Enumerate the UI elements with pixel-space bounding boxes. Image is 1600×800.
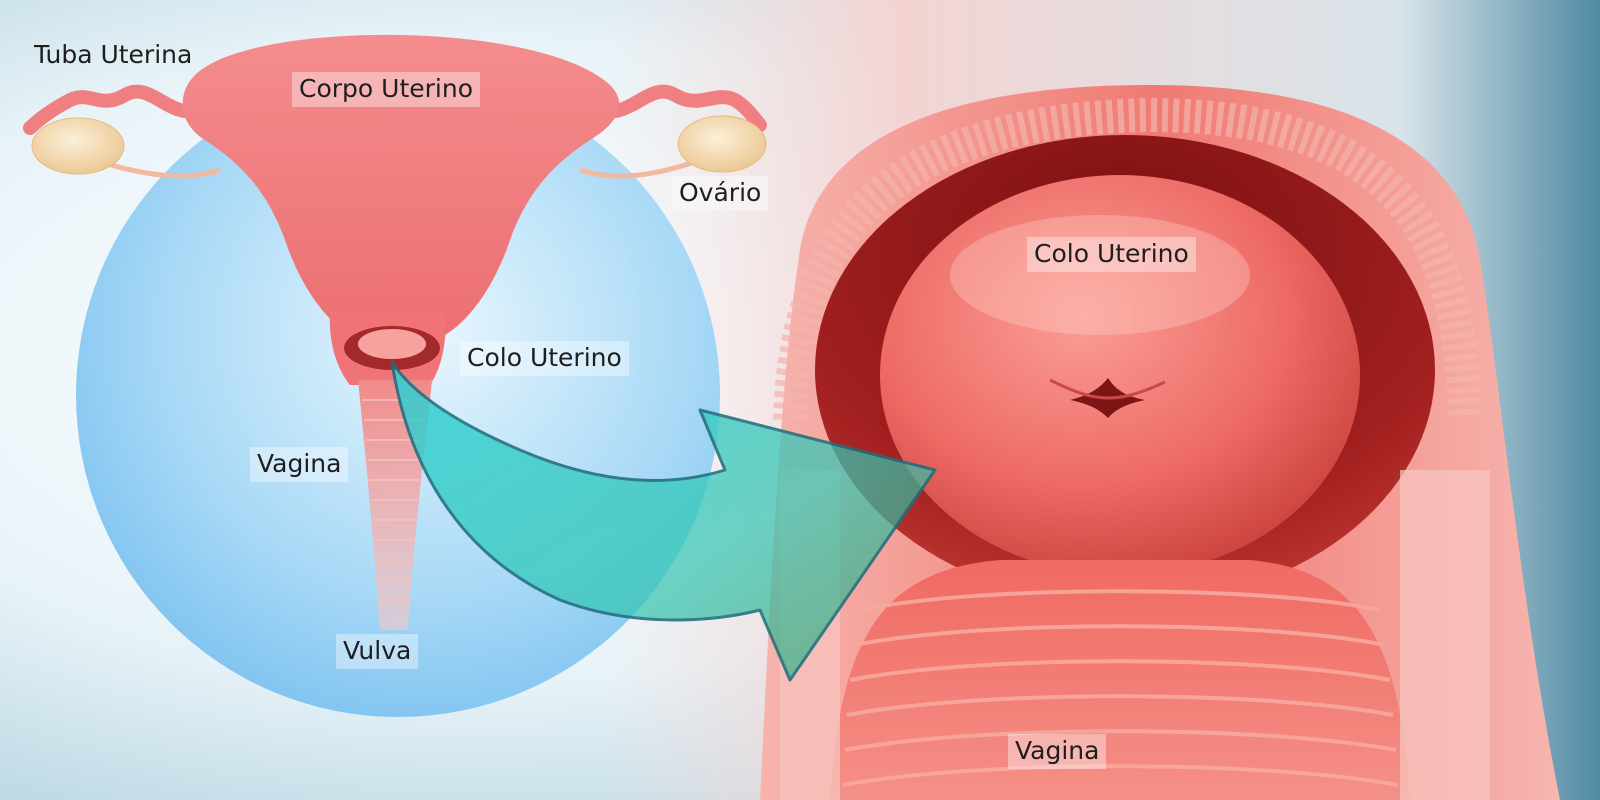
cervix-closeup xyxy=(760,85,1560,800)
label-vagina-right: Vagina xyxy=(1008,734,1107,769)
cervix-opening-inner xyxy=(358,329,426,359)
os-folds xyxy=(1049,378,1166,400)
label-vulva: Vulva xyxy=(336,634,419,669)
tube-left xyxy=(23,84,207,135)
label-corpo-uterino: Corpo Uterino xyxy=(292,72,480,107)
cervix-highlight xyxy=(950,215,1250,335)
canal-ridges xyxy=(842,589,1399,787)
tube-right xyxy=(593,84,767,132)
label-colo-uterino-right: Colo Uterino xyxy=(1027,237,1196,272)
ligament-right xyxy=(579,157,701,179)
label-vagina-left: Vagina xyxy=(250,447,349,482)
uterus-body xyxy=(182,34,620,335)
label-colo-uterino-left: Colo Uterino xyxy=(460,341,629,376)
ligament-left xyxy=(94,157,221,179)
cervix-dome xyxy=(880,175,1360,575)
label-ovario: Ovário xyxy=(672,176,769,211)
curved-arrow-icon xyxy=(390,360,937,682)
ovary-left xyxy=(31,117,125,175)
label-tuba-uterina: Tuba Uterina xyxy=(34,40,193,69)
wall-texture xyxy=(773,97,1482,421)
vaginal-canal xyxy=(830,560,1410,800)
ovary-right xyxy=(677,115,767,173)
